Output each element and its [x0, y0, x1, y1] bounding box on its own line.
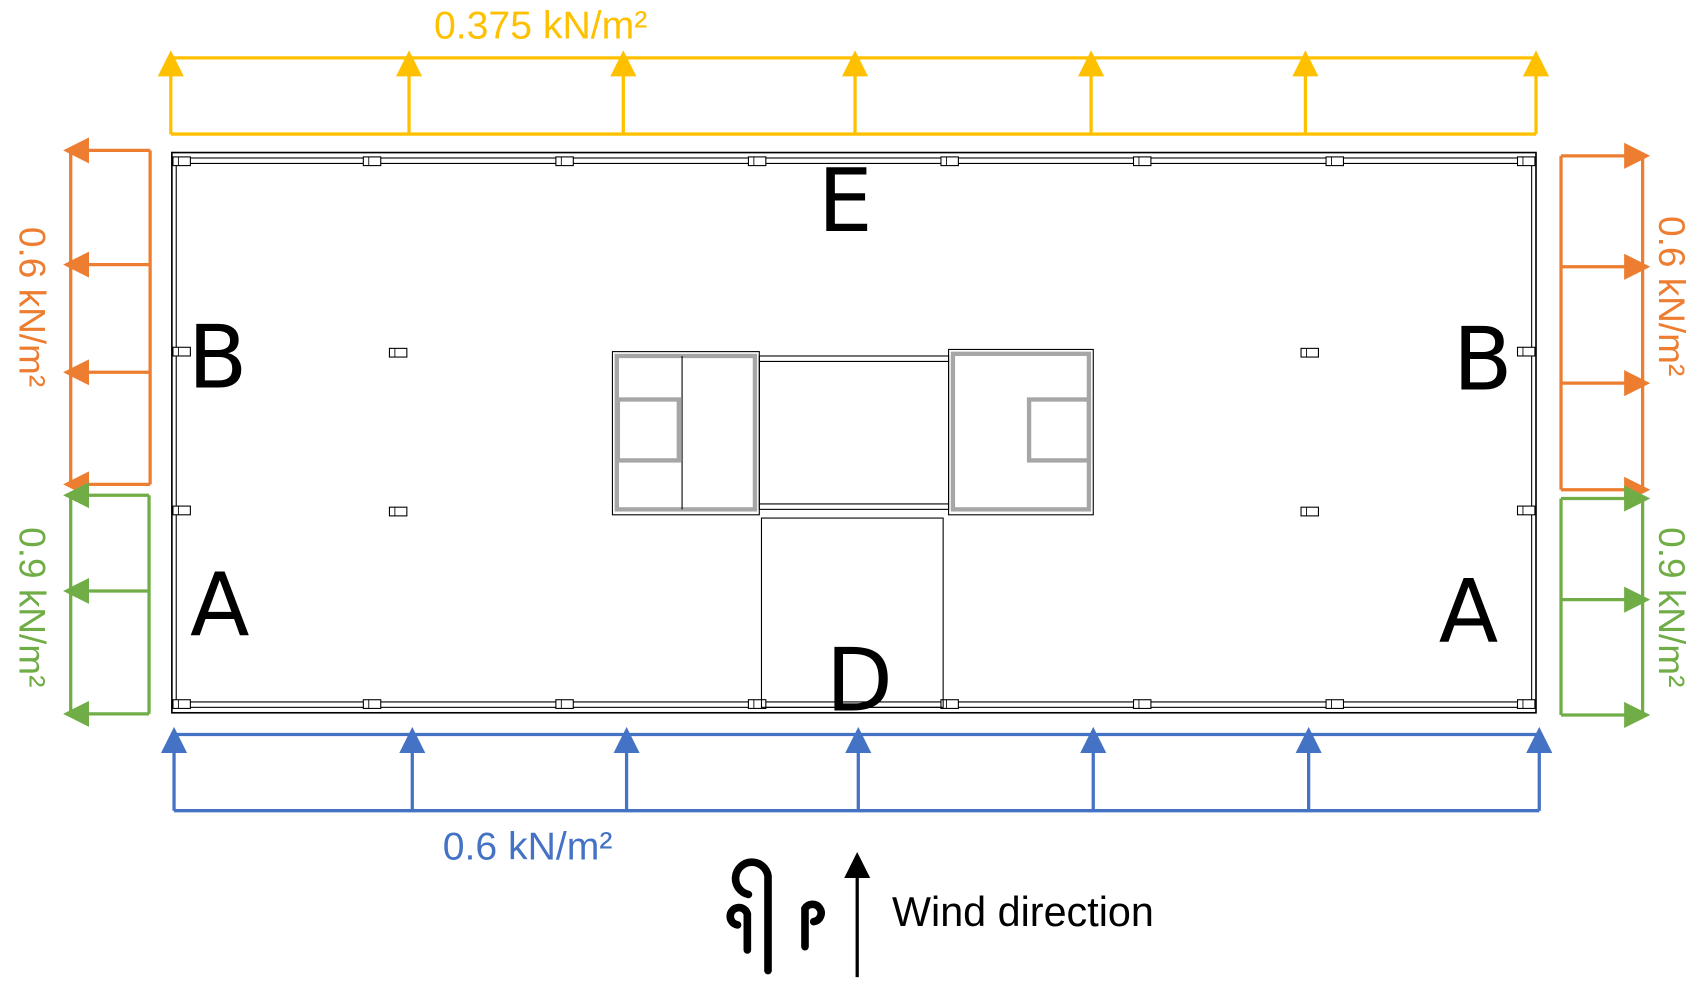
column	[172, 156, 191, 167]
zone-label-a-right: A	[1439, 561, 1499, 663]
load-label-left-a: 0.9 kN/m²	[12, 527, 53, 687]
load-label-bottom: 0.6 kN/m²	[443, 826, 613, 869]
wind-icon	[726, 858, 825, 975]
load-arrows	[63, 50, 1651, 813]
column	[1300, 506, 1319, 517]
column	[555, 699, 574, 709]
columns	[172, 156, 1536, 709]
column	[388, 506, 408, 517]
column	[747, 156, 767, 167]
load-label-top: 0.375 kN/m²	[434, 4, 647, 47]
column	[362, 156, 382, 167]
column	[1516, 346, 1536, 357]
zone-label-b-right: B	[1453, 309, 1513, 411]
column	[1325, 699, 1345, 709]
column	[1325, 156, 1345, 167]
column	[172, 699, 191, 709]
column	[555, 156, 574, 167]
column	[940, 699, 959, 709]
load-label-right-b: 0.6 kN/m²	[1651, 216, 1692, 376]
column	[1516, 156, 1536, 167]
column	[388, 347, 408, 358]
legend-label: Wind direction	[892, 889, 1154, 935]
zone-label-d: D	[826, 630, 893, 732]
column	[940, 156, 959, 167]
column	[1516, 505, 1536, 516]
column	[1132, 156, 1152, 167]
zone-label-b-left: B	[188, 307, 248, 409]
zone-label-a-left: A	[190, 555, 250, 657]
zone-label-e: E	[818, 150, 873, 252]
core	[611, 348, 1094, 708]
column	[362, 699, 382, 709]
column	[172, 505, 191, 516]
load-label-left-b: 0.6 kN/m²	[12, 227, 53, 387]
load-label-right-a: 0.9 kN/m²	[1651, 527, 1692, 687]
building-plan	[171, 151, 1537, 714]
column	[1300, 347, 1319, 358]
column	[1132, 699, 1152, 709]
column	[1516, 699, 1536, 709]
column	[747, 699, 767, 709]
column	[172, 346, 191, 357]
